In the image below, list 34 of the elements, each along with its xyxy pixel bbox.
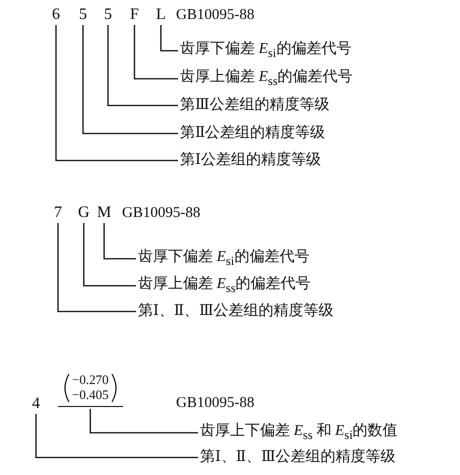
explanation-text: 第Ⅰ、Ⅱ、Ⅲ公差组的精度等级 [200,450,396,465]
leader-line [107,25,178,106]
deviation-code: G [78,205,90,221]
grade-digit: 4 [32,396,40,412]
deviation-code: M [97,205,112,221]
leader-line [90,408,198,434]
standard-number: GB10095-88 [122,206,200,221]
explanation-text: 齿厚上下偏差 E$_{ss}$ 和 E$_{si}$的数值 [200,424,398,442]
explanation-text: 齿厚上偏差 E$_{ss}$的偏差代号 [138,277,311,294]
deviation-value: −0.405 [72,388,109,403]
explanation-text: 第Ⅰ、Ⅱ、Ⅲ公差组的精度等级 [138,304,334,319]
grade-digit: 5 [79,7,87,23]
leader-line [55,25,178,162]
grade-digit: 6 [52,7,60,23]
leader-line [82,25,178,134]
deviation-code: F [130,7,139,23]
leader-line [35,414,198,458]
deviation-code: L [156,7,166,23]
standard-number: GB10095-88 [176,8,254,23]
leader-line [103,223,136,260]
explanation-text: 齿厚上偏差 E$_{ss}$的偏差代号 [180,70,353,88]
explanation-text: 齿厚下偏差 E$_{si}$的偏差代号 [180,42,352,60]
explanation-text: 第Ⅱ公差组的精度等级 [180,126,326,141]
leader-line [83,223,136,286]
grade-digit: 7 [54,205,62,221]
explanation-text: 齿厚下偏差 E$_{si}$的偏差代号 [138,250,310,268]
explanation-text: 第Ⅲ公差组的精度等级 [180,98,330,113]
deviation-value: −0.270 [72,373,109,388]
standard-number: GB10095-88 [176,396,254,411]
grade-digit: 5 [104,7,112,23]
leader-line [57,223,136,312]
leader-line [160,25,178,52]
explanation-text: 第Ⅰ公差组的精度等级 [180,153,321,168]
leader-line [134,25,178,80]
